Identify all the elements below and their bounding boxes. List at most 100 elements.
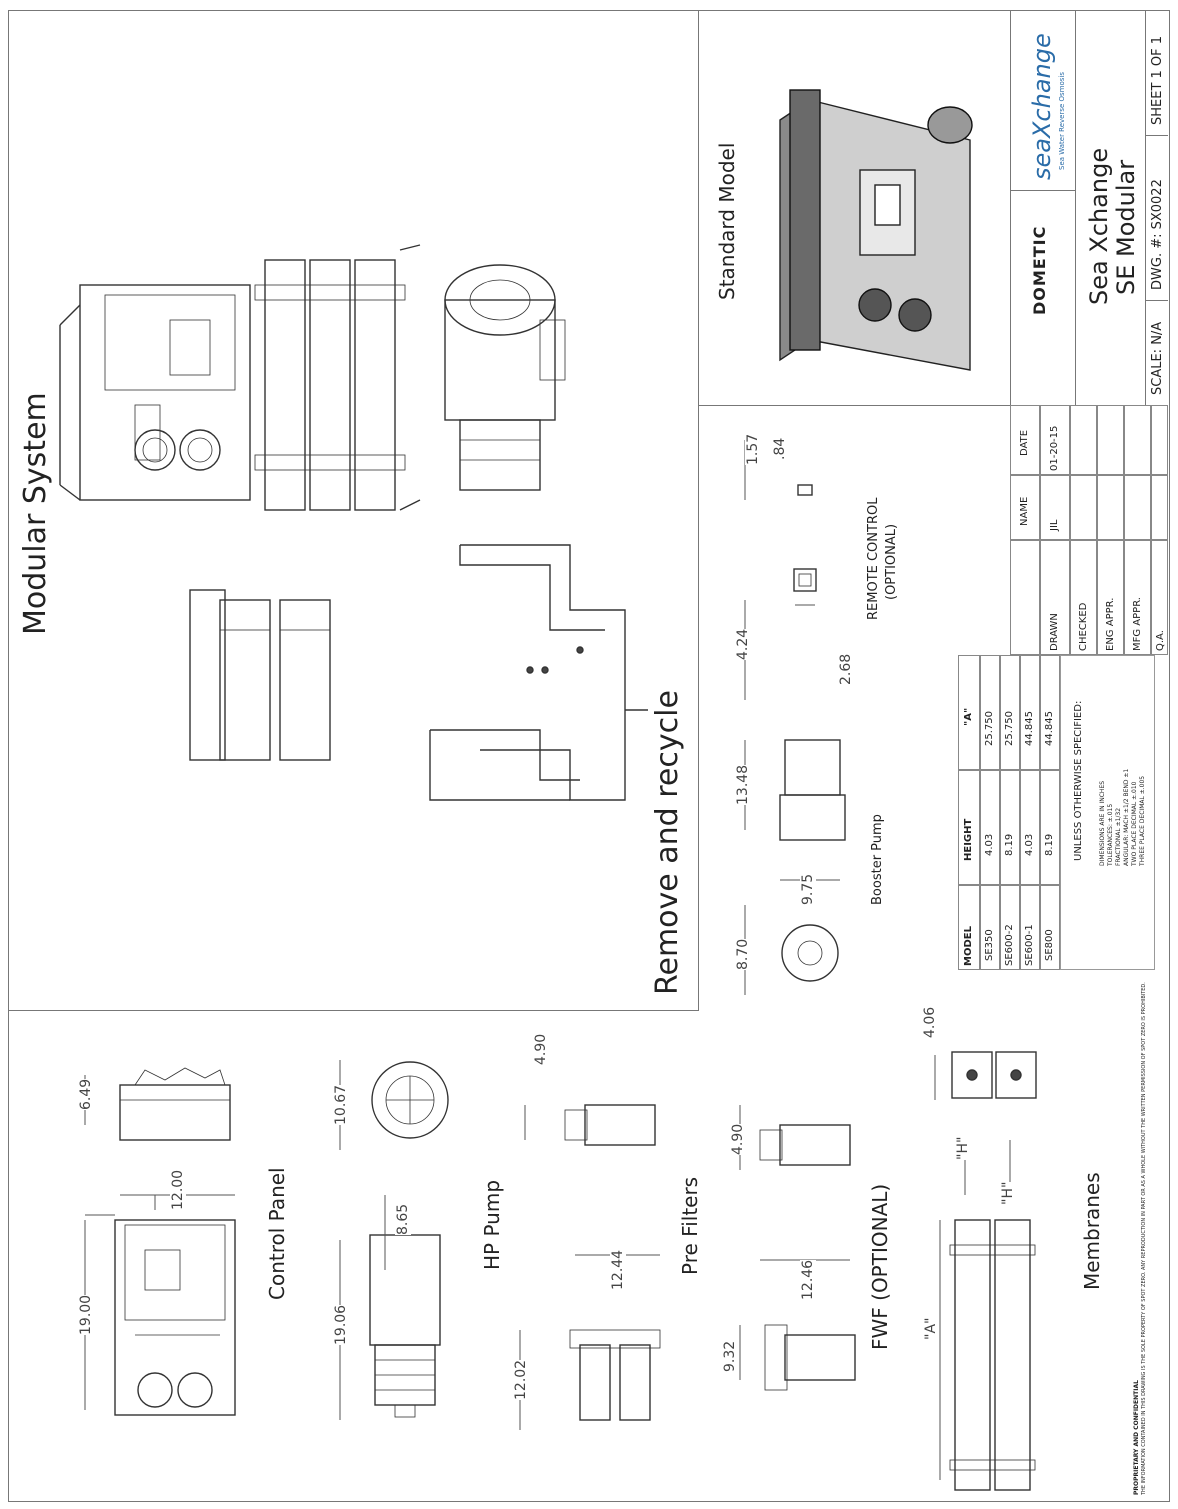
dim-prefilters-depth: 4.90 (533, 1033, 549, 1065)
control-panel-front-drawing (114, 1219, 236, 1416)
booster-pump-end-drawing (781, 924, 839, 982)
approvals-row-label: CHECKED (1070, 540, 1097, 655)
label-hp-pump: HP Pump (480, 1179, 504, 1270)
divider-scale-2 (1145, 300, 1168, 301)
label-control-panel: Control Panel (265, 1167, 289, 1300)
approvals-row-name: JIL (1040, 475, 1070, 540)
approvals-row-date (1124, 405, 1151, 475)
approvals-row-label: DRAWN (1040, 540, 1070, 655)
dim-remote-width: 4.24 (735, 628, 751, 660)
modular-control-panel-drawing (59, 284, 251, 501)
divider-titleblock-scale (1145, 10, 1146, 406)
dim-hp-pump-diameter: 10.67 (333, 1084, 349, 1125)
hp-pump-side-drawing (369, 1234, 441, 1418)
table-row: SE800 (1040, 885, 1060, 970)
standard-model-drawing (779, 89, 973, 371)
dim-prefilters-height: 12.02 (513, 1359, 529, 1400)
approvals-header-blank (1010, 540, 1040, 655)
control-panel-side-drawing (119, 1067, 231, 1141)
drawing-number: DWG. #: SX0022 (1150, 179, 1165, 290)
dim-membranes-width: 4.06 (922, 1006, 938, 1038)
divider-scale-1 (1145, 135, 1168, 136)
table-row: SE600-1 (1020, 885, 1040, 970)
label-remote-control-optional: (OPTIONAL) (884, 523, 899, 600)
table-row: 25.750 (1000, 655, 1020, 770)
divider-brand-split (1010, 190, 1075, 191)
approvals-row-label: ENG APPR. (1097, 540, 1124, 655)
dim-control-panel-depth: 6.49 (78, 1078, 94, 1110)
modular-prefilters-drawing (189, 589, 331, 761)
dometic-logo: DOMETIC (1030, 225, 1049, 315)
table-row: 8.19 (1000, 770, 1020, 885)
modular-hp-pump-drawing (444, 264, 566, 491)
approvals-row-date (1151, 405, 1168, 475)
dim-booster-pump-height: 8.70 (735, 938, 751, 970)
booster-pump-side-drawing (779, 739, 846, 841)
tolerance-line-5: TWO PLACE DECIMAL ±.010 (1131, 781, 1138, 866)
tolerance-line-3: FRACTIONAL ±1/32 (1115, 807, 1122, 866)
label-membranes: Membranes (1080, 1172, 1104, 1290)
dim-booster-pump-length: 13.48 (735, 764, 751, 805)
table-row: 25.750 (980, 655, 1000, 770)
divider-modular-bottom (8, 1010, 698, 1011)
scale-label: SCALE: N/A (1150, 321, 1165, 395)
tolerance-line-1: DIMENSIONS ARE IN INCHES (1099, 780, 1106, 866)
dim-fwf-height: 9.32 (722, 1340, 738, 1372)
dim-remote-depth: 1.57 (745, 433, 761, 465)
model-table-header-model: MODEL (958, 885, 980, 970)
approvals-row-label: MFG APPR. (1124, 540, 1151, 655)
dim-booster-pump-width: 9.75 (800, 873, 816, 905)
label-pre-filters: Pre Filters (678, 1176, 702, 1275)
label-remote-control: REMOTE CONTROL (866, 497, 881, 620)
tolerance-line-4: ANGULAR: MACH ±1/2 BEND ±1 (1123, 768, 1130, 866)
membranes-end-drawing (951, 1051, 1037, 1099)
membranes-front-drawing (949, 1219, 1036, 1491)
dim-prefilters-width: 12.44 (610, 1249, 626, 1290)
approvals-row-date (1097, 405, 1124, 475)
prefilters-side-drawing (564, 1104, 656, 1146)
modular-frame-drawing (429, 544, 648, 801)
label-booster-pump: Booster Pump (870, 814, 885, 905)
seaxchange-logo: seaXchange (1028, 33, 1056, 180)
prefilters-front-drawing (569, 1329, 661, 1421)
dim-control-panel-height: 19.00 (78, 1294, 94, 1335)
table-row: SE350 (980, 885, 1000, 970)
table-row: 8.19 (1040, 770, 1060, 885)
table-row: 4.03 (980, 770, 1000, 885)
approvals-row-date: 01-20-15 (1040, 405, 1070, 475)
divider-titleblock-brand (1075, 10, 1076, 406)
modular-membranes-drawing (254, 244, 421, 511)
sheet-number: SHEET 1 OF 1 (1150, 35, 1165, 125)
remote-control-side-drawing (797, 484, 813, 496)
tolerance-line-6: THREE PLACE DECIMAL ±.005 (1139, 775, 1146, 866)
remote-control-front-drawing (793, 568, 817, 592)
tolerance-heading: UNLESS OTHERWISE SPECIFIED: (1073, 700, 1084, 861)
dim-membranes-h2: "H" (1000, 1181, 1016, 1205)
dim-membranes-length: "A" (923, 1317, 939, 1340)
proprietary-text: THE INFORMATION CONTAINED IN THIS DRAWIN… (1141, 982, 1147, 1495)
dim-remote-thickness: .84 (772, 437, 788, 460)
approvals-header-name: NAME (1010, 475, 1040, 540)
divider-modular-right (698, 10, 699, 1011)
dim-hp-pump-length: 19.06 (333, 1304, 349, 1345)
dim-remote-height: 2.68 (838, 653, 854, 685)
dim-control-panel-width: 12.00 (170, 1169, 186, 1210)
dim-fwf-depth: 4.90 (730, 1123, 746, 1155)
approvals-row-name (1070, 475, 1097, 540)
approvals-row-label: Q.A. (1151, 540, 1168, 655)
label-fwf: FWF (OPTIONAL) (868, 1183, 892, 1350)
product-name-line2: SE Modular (1112, 159, 1140, 295)
hp-pump-end-drawing (371, 1061, 449, 1139)
tolerance-block: UNLESS OTHERWISE SPECIFIED: DIMENSIONS A… (1060, 655, 1155, 970)
approvals-header-date: DATE (1010, 405, 1040, 475)
table-row: SE600-2 (1000, 885, 1020, 970)
model-table-header-a: "A" (958, 655, 980, 770)
proprietary-heading: PROPRIETARY AND CONFIDENTIAL (1133, 1380, 1140, 1495)
divider-titleblock-left (1010, 10, 1011, 406)
divider-standard-bottom (698, 405, 1168, 406)
table-row: 44.845 (1020, 655, 1040, 770)
dim-hp-pump-width: 8.65 (395, 1203, 411, 1235)
fwf-side-drawing (759, 1124, 851, 1166)
seaxchange-tagline: Sea Water Reverse Osmosis (1058, 71, 1066, 170)
dim-fwf-width: 12.46 (800, 1259, 816, 1300)
